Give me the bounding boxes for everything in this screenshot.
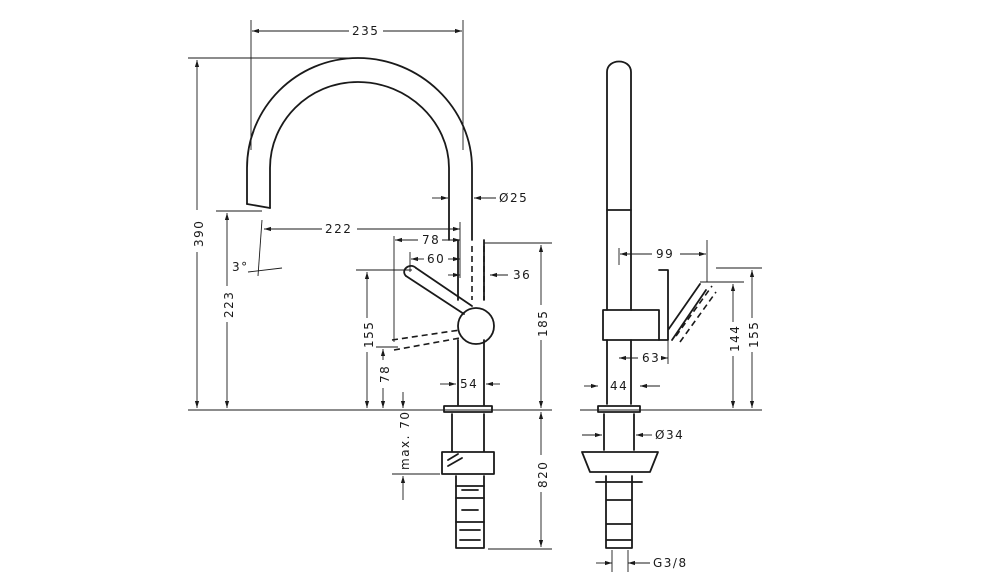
spout-tip: [246, 203, 271, 209]
dim-390: 390: [192, 220, 206, 247]
dim-max-70: max. 70: [398, 410, 412, 470]
dim-820: 820: [536, 461, 550, 488]
side-hoses: [595, 475, 643, 549]
base-flange: [443, 405, 493, 413]
dim-222: 222: [325, 222, 352, 236]
front-dimensions: 235 390 223 3° Ø25 222 78 60: [188, 20, 552, 550]
dim-angle: 3°: [232, 260, 249, 274]
side-lever: [658, 269, 707, 341]
side-body: [602, 309, 660, 341]
dim-185: 185: [536, 310, 550, 337]
dim-223: 223: [222, 291, 236, 318]
side-view: [580, 60, 762, 549]
dim-diameter-25: Ø25: [499, 191, 528, 205]
lever-handle: [405, 267, 473, 315]
dim-thread: G3/8: [653, 556, 688, 570]
hoses: [455, 475, 485, 549]
side-spout: [606, 60, 632, 211]
side-dimensions: 99 144 155 63 44 Ø34 G3/8: [582, 240, 762, 572]
dim-36: 36: [513, 268, 531, 282]
shank: [441, 413, 495, 475]
lever-alt: [391, 329, 461, 351]
dim-diameter-34: Ø34: [655, 428, 684, 442]
dim-155-front: 155: [362, 321, 376, 348]
dim-99: 99: [656, 247, 674, 261]
dim-235: 235: [352, 24, 379, 38]
dim-54: 54: [460, 377, 478, 391]
lever-hub: [457, 307, 495, 345]
dim-63: 63: [642, 351, 660, 365]
dim-78-top: 78: [422, 233, 440, 247]
spout-outer: [246, 57, 473, 241]
dim-78-low: 78: [378, 365, 392, 383]
dim-155-side: 155: [747, 321, 761, 348]
dim-44: 44: [610, 379, 628, 393]
spout-inner: [269, 81, 450, 241]
dim-144: 144: [728, 325, 742, 352]
front-view: [188, 57, 552, 549]
dim-60: 60: [427, 252, 445, 266]
